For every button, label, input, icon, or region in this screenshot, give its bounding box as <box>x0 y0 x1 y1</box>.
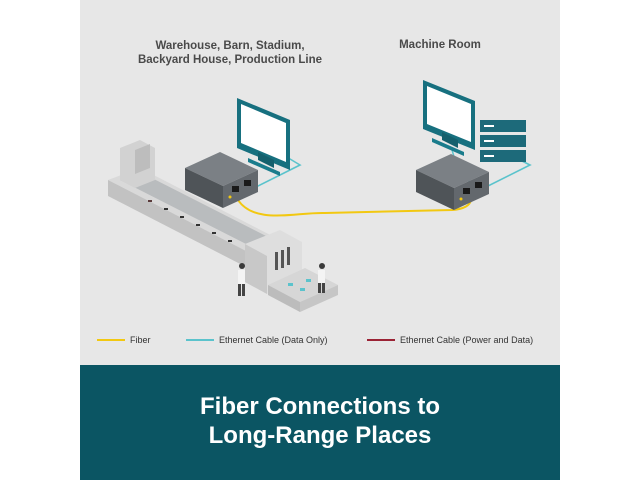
banner-title: Fiber Connections to Long-Range Places <box>80 392 560 450</box>
legend-item-ethernet-data: Ethernet Cable (Data Only) <box>186 334 328 346</box>
location-left-line1: Warehouse, Barn, Stadium, <box>155 40 305 52</box>
title-banner <box>80 365 560 480</box>
legend-item-fiber: Fiber <box>97 334 151 346</box>
server-rack <box>480 120 526 162</box>
location-left-line2: Backyard House, Production Line <box>137 54 323 66</box>
legend-swatch-fiber <box>97 339 125 341</box>
network-illustration <box>108 80 532 312</box>
media-converter-right <box>416 154 489 210</box>
legend-label-ethernet-power: Ethernet Cable (Power and Data) <box>400 335 534 345</box>
banner-title-line1: Fiber Connections to <box>200 393 440 420</box>
monitor-right <box>423 80 475 156</box>
legend-swatch-ethernet-power <box>367 339 395 341</box>
legend-item-ethernet-power: Ethernet Cable (Power and Data) <box>367 334 533 346</box>
banner-title-line2: Long-Range Places <box>208 422 432 449</box>
media-converter-left <box>185 152 258 208</box>
worker-right <box>318 263 325 293</box>
legend-swatch-ethernet-data <box>186 339 214 341</box>
legend-label-fiber: Fiber <box>130 335 151 345</box>
legend-label-ethernet-data: Ethernet Cable (Data Only) <box>219 335 328 345</box>
fiber-cable <box>237 199 472 217</box>
location-label-right: Machine Room <box>399 39 481 51</box>
monitor-left <box>237 98 290 176</box>
worker-left <box>238 263 245 296</box>
production-line <box>108 140 338 312</box>
location-label-left: Warehouse, Barn, Stadium, Backyard House… <box>120 39 340 67</box>
